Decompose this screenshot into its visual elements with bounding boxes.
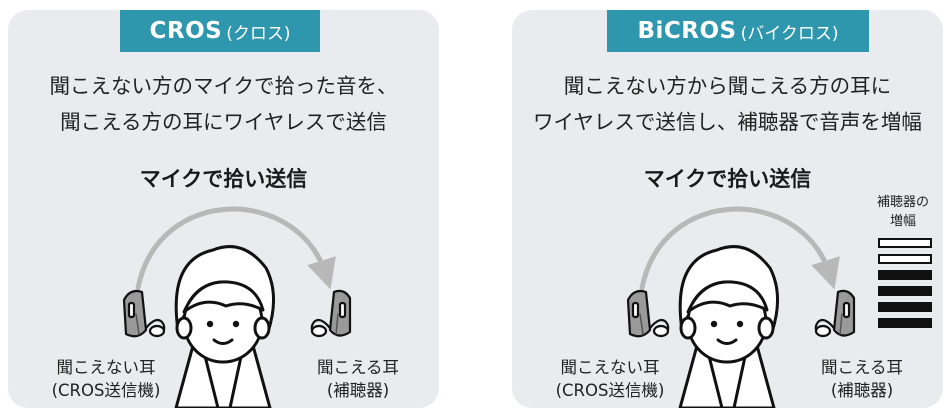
hearing-aid-icon <box>310 289 352 338</box>
person-right-ear <box>253 316 271 340</box>
amp-bar-5 <box>878 302 932 312</box>
cros-title-bar: CROS (クロス) <box>120 10 320 52</box>
bicros-panel: BiCROS (バイクロス) 聞こえない方から聞こえる方の耳に ワイヤレスで送信… <box>512 10 943 408</box>
bicros-right-ear-label: 聞こえる耳 (補聴器) <box>820 358 903 400</box>
amplification-label: 補聴器の 増幅 <box>876 195 929 229</box>
cros-description: 聞こえない方のマイクで拾った音を、 聞こえる方の耳にワイヤレスで送信 <box>8 68 439 140</box>
person-left-ear <box>175 316 193 340</box>
transfer-arrow <box>135 206 336 291</box>
cros-title-sub: (クロス) <box>226 23 291 44</box>
person-left-ear <box>679 316 697 340</box>
cros-transmitter-icon <box>122 289 166 338</box>
cros-subheading: マイクで拾い送信 <box>139 167 308 191</box>
person-left-eye <box>710 320 718 328</box>
bicros-illustration <box>626 206 932 408</box>
bicros-title-bar: BiCROS (バイクロス) <box>607 10 869 52</box>
person-bangs <box>182 280 265 314</box>
cros-transmitter-icon <box>626 289 670 338</box>
person-bangs <box>686 280 769 314</box>
bicros-title-sub: (バイクロス) <box>740 23 839 44</box>
amp-bar-6 <box>878 318 932 328</box>
person-collar <box>202 350 244 408</box>
person-mouth <box>716 338 738 345</box>
cros-title: CROS <box>149 18 223 44</box>
transfer-arrow <box>639 206 840 291</box>
person-illustration <box>174 245 276 408</box>
cros-description-line-2: 聞こえる方の耳にワイヤレスで送信 <box>60 110 387 134</box>
person-right-eye <box>232 320 240 328</box>
hearing-aid-icon <box>814 289 856 338</box>
amp-bar-2 <box>878 254 932 264</box>
bicros-left-ear-label: 聞こえない耳 (CROS送信機) <box>555 358 665 400</box>
person-illustration <box>678 245 780 408</box>
cros-panel: CROS (クロス) 聞こえない方のマイクで拾った音を、 聞こえる方の耳にワイヤ… <box>8 10 439 408</box>
cros-left-ear-label: 聞こえない耳 (CROS送信機) <box>51 358 161 400</box>
person-mouth <box>212 338 234 345</box>
cros-illustration <box>122 206 352 408</box>
amp-bar-1 <box>878 238 932 248</box>
person-collar <box>706 350 748 408</box>
person-right-ear <box>757 316 775 340</box>
bicros-title: BiCROS <box>637 18 737 44</box>
bicros-description-line-2: ワイヤレスで送信し、補聴器で音声を増幅 <box>533 110 922 134</box>
amp-bar-3 <box>878 270 932 280</box>
person-right-eye <box>736 320 744 328</box>
bicros-description-line-1: 聞こえない方から聞こえる方の耳に <box>563 74 892 98</box>
cros-right-ear-label: 聞こえる耳 (補聴器) <box>316 358 399 400</box>
amplification-bars <box>878 238 932 328</box>
cros-description-line-1: 聞こえない方のマイクで拾った音を、 <box>49 74 398 98</box>
bicros-subheading: マイクで拾い送信 <box>643 167 812 191</box>
bicros-description: 聞こえない方から聞こえる方の耳に ワイヤレスで送信し、補聴器で音声を増幅 <box>512 68 943 140</box>
person-left-eye <box>206 320 214 328</box>
amp-bar-4 <box>878 286 932 296</box>
